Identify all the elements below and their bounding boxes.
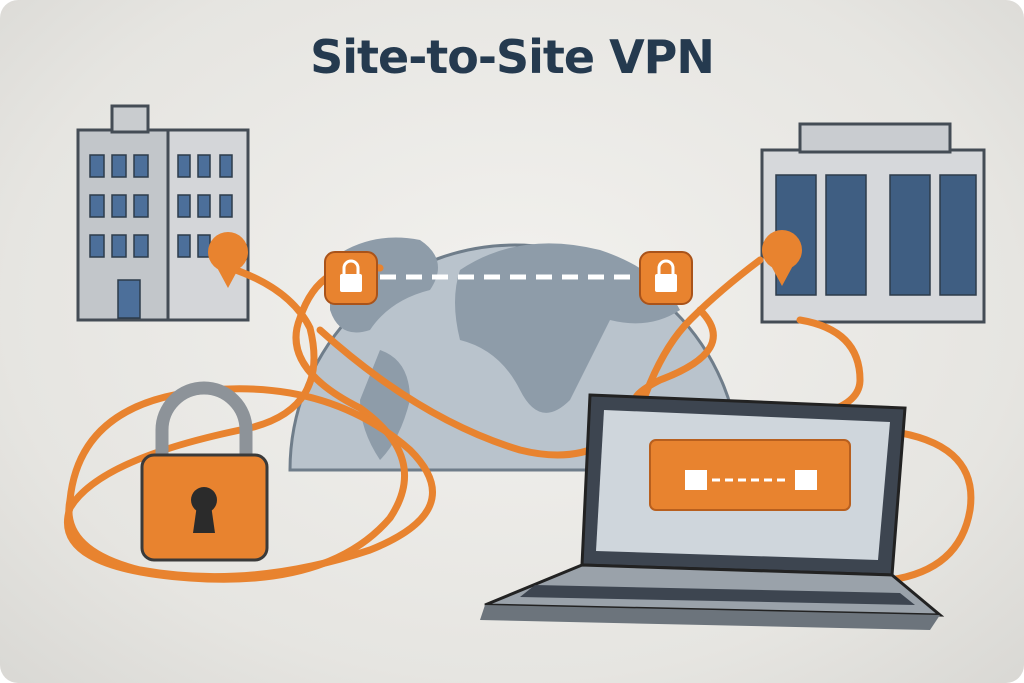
office-building-icon xyxy=(76,104,250,322)
laptop-icon xyxy=(480,393,945,630)
page-title: Site-to-Site VPN xyxy=(310,30,715,84)
data-center-icon xyxy=(760,122,986,324)
large-padlock-icon xyxy=(140,381,269,562)
padlock-icon xyxy=(208,230,802,305)
